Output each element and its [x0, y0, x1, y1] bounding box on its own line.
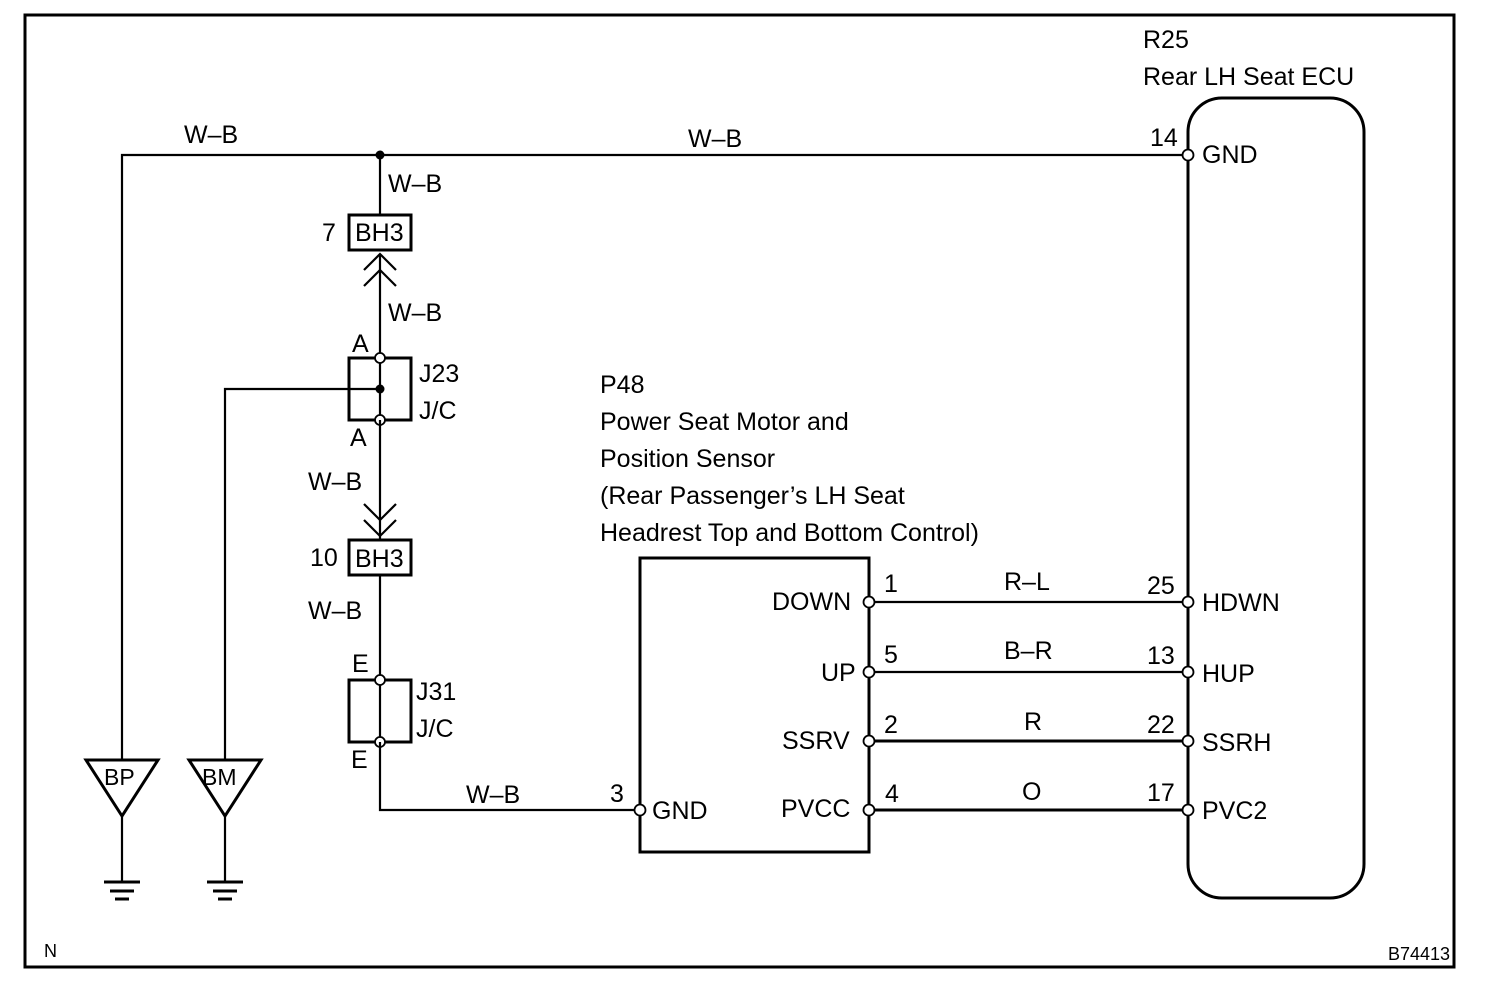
wire-left-top-color: W–B: [184, 121, 238, 149]
ecu-code: R25: [1143, 26, 1189, 54]
ecu-name: Rear LH Seat ECU: [1143, 63, 1354, 91]
wire-up-hup-color: B–R: [1004, 637, 1053, 665]
ground-wiring: W–B W–B W–B BH3 7 W–B A A J23 J/C W–B BH…: [120, 121, 1188, 812]
ecu-body: [1186, 96, 1366, 900]
motor-name-line-2: Position Sensor: [600, 445, 775, 473]
ecu-pin-14-num: 14: [1150, 124, 1178, 152]
motor-pin-ssrv-name: SSRV: [782, 727, 850, 755]
connector-bh3-10-name: BH3: [355, 545, 404, 573]
junction-j23-pin-top-label: A: [352, 330, 369, 358]
motor-terminal-2: [862, 734, 876, 748]
junction-j31-pin-top-label: E: [352, 650, 369, 678]
junction-j31-pin-top: [374, 674, 386, 686]
diagram-frame: [23, 13, 1456, 969]
wire-down-hdwn-color: R–L: [1004, 568, 1050, 596]
motor-pin-gnd-name: GND: [652, 797, 708, 825]
wire-ssrv-ssrh-color: R: [1024, 708, 1042, 736]
motor-terminal-4: [862, 803, 876, 817]
wire-branch-bm: [223, 387, 380, 760]
wire-drop-3-color: W–B: [308, 468, 362, 496]
ecu-r25: R25 Rear LH Seat ECU 14 GND 25 HDWN 13 H…: [1143, 26, 1366, 900]
ecu-terminal-17: [1181, 803, 1195, 817]
ecu-terminal-13: [1181, 665, 1195, 679]
motor-name-line-4: Headrest Top and Bottom Control): [600, 519, 979, 547]
ecu-pin-25-name: HDWN: [1202, 589, 1280, 617]
wire-drop-2-color: W–B: [388, 299, 442, 327]
connector-bh3-7-name: BH3: [355, 219, 404, 247]
terminals: [633, 148, 1195, 817]
motor-pin-down-name: DOWN: [772, 588, 851, 616]
ground-bm-label: BM: [202, 764, 237, 790]
wire-bottom-gnd-color: W–B: [466, 781, 520, 809]
ground-bm-triangle: [186, 758, 264, 819]
connector-bh3-7-pin: 7: [322, 219, 336, 247]
ground-point-bp: BP: [83, 758, 161, 901]
connector-bh3-7: [347, 213, 413, 252]
junction-j23-name: J23: [419, 360, 459, 388]
ground-bp-triangle: [83, 758, 161, 819]
signal-wires: R–L B–R R O: [869, 568, 1188, 812]
motor-pin-1-num: 1: [884, 570, 898, 598]
junction-j31-type: J/C: [416, 715, 454, 743]
ecu-pin-22-name: SSRH: [1202, 729, 1271, 757]
ecu-pin-13-num: 13: [1147, 642, 1175, 670]
junction-j23-pin-top: [374, 352, 386, 364]
motor-terminal-5: [862, 665, 876, 679]
figure-code: B74413: [1388, 944, 1450, 964]
ecu-terminal-14: [1181, 148, 1195, 162]
junction-j23-type: J/C: [419, 397, 457, 425]
motor-pin-5-num: 5: [884, 641, 898, 669]
motor-p48: P48 Power Seat Motor and Position Sensor…: [600, 371, 979, 854]
motor-pin-2-num: 2: [884, 711, 898, 739]
connector-bh3-10-chevron-b: [363, 519, 397, 538]
motor-pin-3-num: 3: [610, 780, 624, 808]
connector-bh3-10: [347, 538, 413, 577]
ecu-pin-13-name: HUP: [1202, 660, 1255, 688]
ecu-pin-25-num: 25: [1147, 572, 1175, 600]
motor-name-line-1: Power Seat Motor and: [600, 408, 849, 436]
motor-terminal-1: [862, 595, 876, 609]
ecu-pin-14-name: GND: [1202, 141, 1258, 169]
ecu-terminal-25: [1181, 595, 1195, 609]
ground-point-bm: BM: [186, 758, 264, 901]
connector-bh3-10-chevron-a: [363, 503, 397, 522]
connector-bh3-10-pin: 10: [310, 544, 338, 572]
ecu-terminal-22: [1181, 734, 1195, 748]
ground-bp-label: BP: [104, 764, 135, 790]
wire-top-main-color: W–B: [688, 125, 742, 153]
junction-j31-pin-bottom-label: E: [351, 746, 368, 774]
wire-pvcc-pvc2-color: O: [1022, 778, 1041, 806]
motor-pin-pvcc-name: PVCC: [781, 795, 850, 823]
motor-body: [638, 556, 871, 854]
junction-j31-name: J31: [416, 678, 456, 706]
wire-drop-1-color: W–B: [388, 170, 442, 198]
wire-bottom-gnd: [378, 742, 640, 812]
wire-drop-4-color: W–B: [308, 597, 362, 625]
motor-pin-up-name: UP: [821, 659, 856, 687]
junction-j23-pin-bottom-label: A: [350, 424, 367, 452]
ecu-pin-22-num: 22: [1147, 711, 1175, 739]
corner-label: N: [44, 941, 57, 961]
wire-top-ground: [120, 153, 1188, 760]
motor-code: P48: [600, 371, 644, 399]
ecu-pin-17-num: 17: [1147, 779, 1175, 807]
ecu-pin-17-name: PVC2: [1202, 797, 1267, 825]
motor-terminal-3: [633, 803, 647, 817]
motor-pin-4-num: 4: [885, 780, 899, 808]
motor-name-line-3: (Rear Passenger’s LH Seat: [600, 482, 905, 510]
